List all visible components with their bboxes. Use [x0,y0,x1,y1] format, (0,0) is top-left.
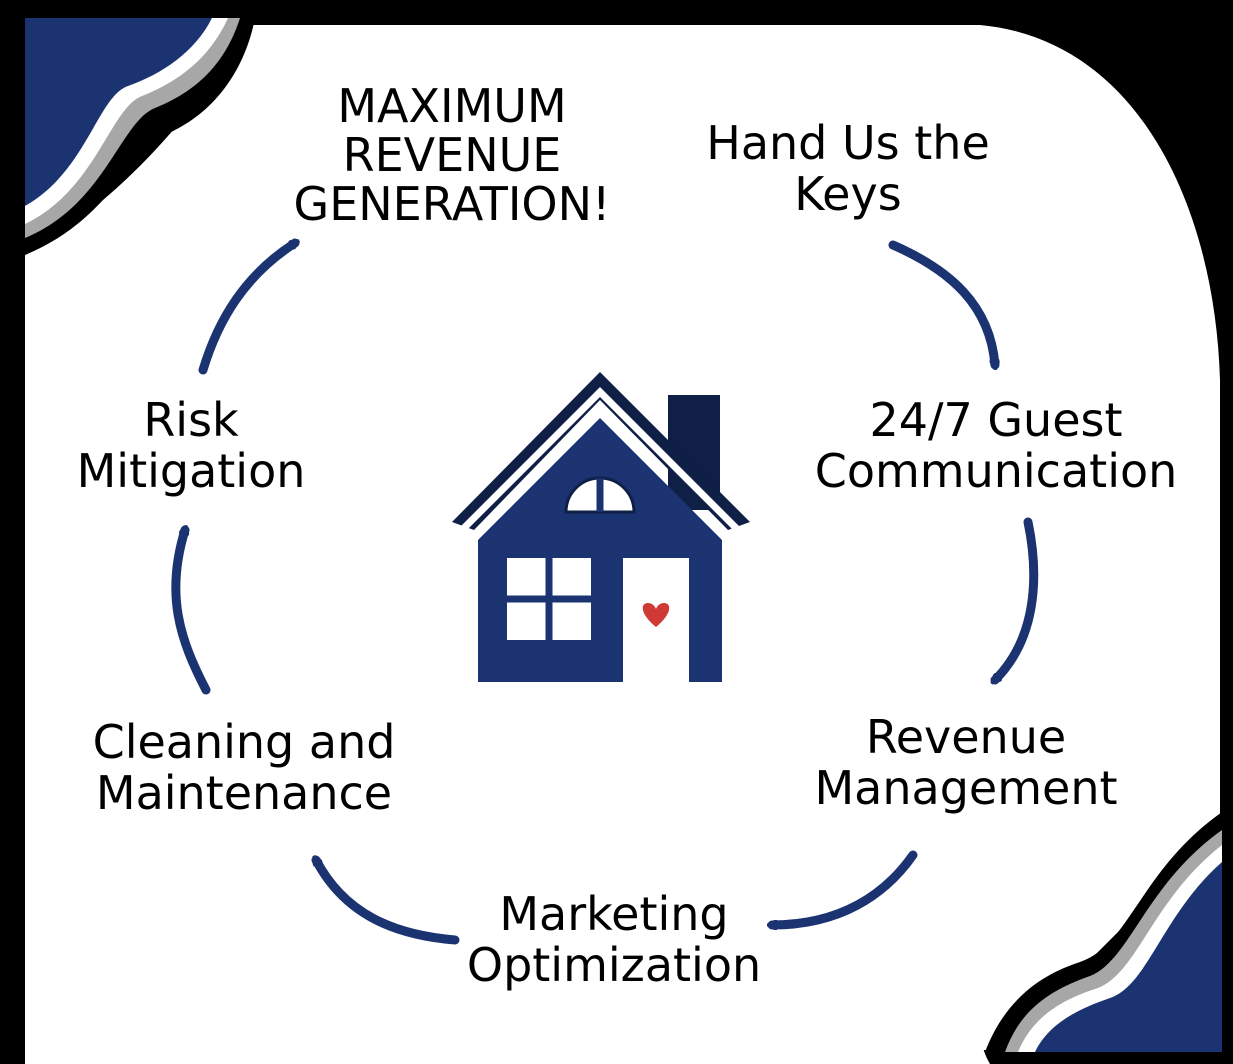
flow-arrows [171,238,1039,945]
step-risk-mitigation: Risk Mitigation [77,395,306,496]
step-revenue-management: Revenue Management [814,712,1117,813]
arrow-guest-to-revenue [995,517,1039,680]
arrow-keys-to-guest [888,240,995,365]
step-cleaning-maintenance-line-1: Cleaning and [92,715,396,769]
step-guest-communication: 24/7 Guest Communication [815,395,1178,496]
step-hand-us-keys: Hand Us the Keys [706,118,990,219]
step-revenue-management-line-1: Revenue [865,710,1067,764]
step-maximum-revenue-line-3: GENERATION! [293,176,611,231]
arrow-risk-to-goal [198,238,295,375]
roof-trim [459,387,741,533]
step-marketing-optimization-line-1: Marketing [499,887,729,941]
step-hand-us-keys-line-2: Keys [794,166,902,221]
arrow-cleaning-to-risk [171,530,211,695]
arrow-revenue-to-marketing [772,850,918,925]
step-guest-communication-line-1: 24/7 Guest [869,393,1123,447]
step-cleaning-maintenance-line-2: Maintenance [95,765,393,820]
corner-wave-top-left [25,18,255,255]
step-cleaning-maintenance: Cleaning and Maintenance [93,717,396,818]
step-revenue-management-line-2: Management [814,760,1118,815]
step-risk-mitigation-line-2: Mitigation [76,443,306,498]
arrow-marketing-to-cleaning [311,860,460,945]
step-marketing-optimization: Marketing Optimization [467,889,761,990]
step-maximum-revenue-line-2: REVENUE [342,127,562,182]
step-hand-us-keys-line-1: Hand Us the [706,116,990,170]
corner-wave-bottom-right [985,812,1222,1052]
step-guest-communication-line-2: Communication [814,443,1178,498]
step-risk-mitigation-line-1: Risk [143,393,239,447]
house-icon [452,372,750,682]
step-maximum-revenue-line-1: MAXIMUM [337,79,567,133]
step-marketing-optimization-line-2: Optimization [466,937,762,992]
step-maximum-revenue: MAXIMUM REVENUE GENERATION! [294,82,611,228]
heart-icon [642,603,670,627]
